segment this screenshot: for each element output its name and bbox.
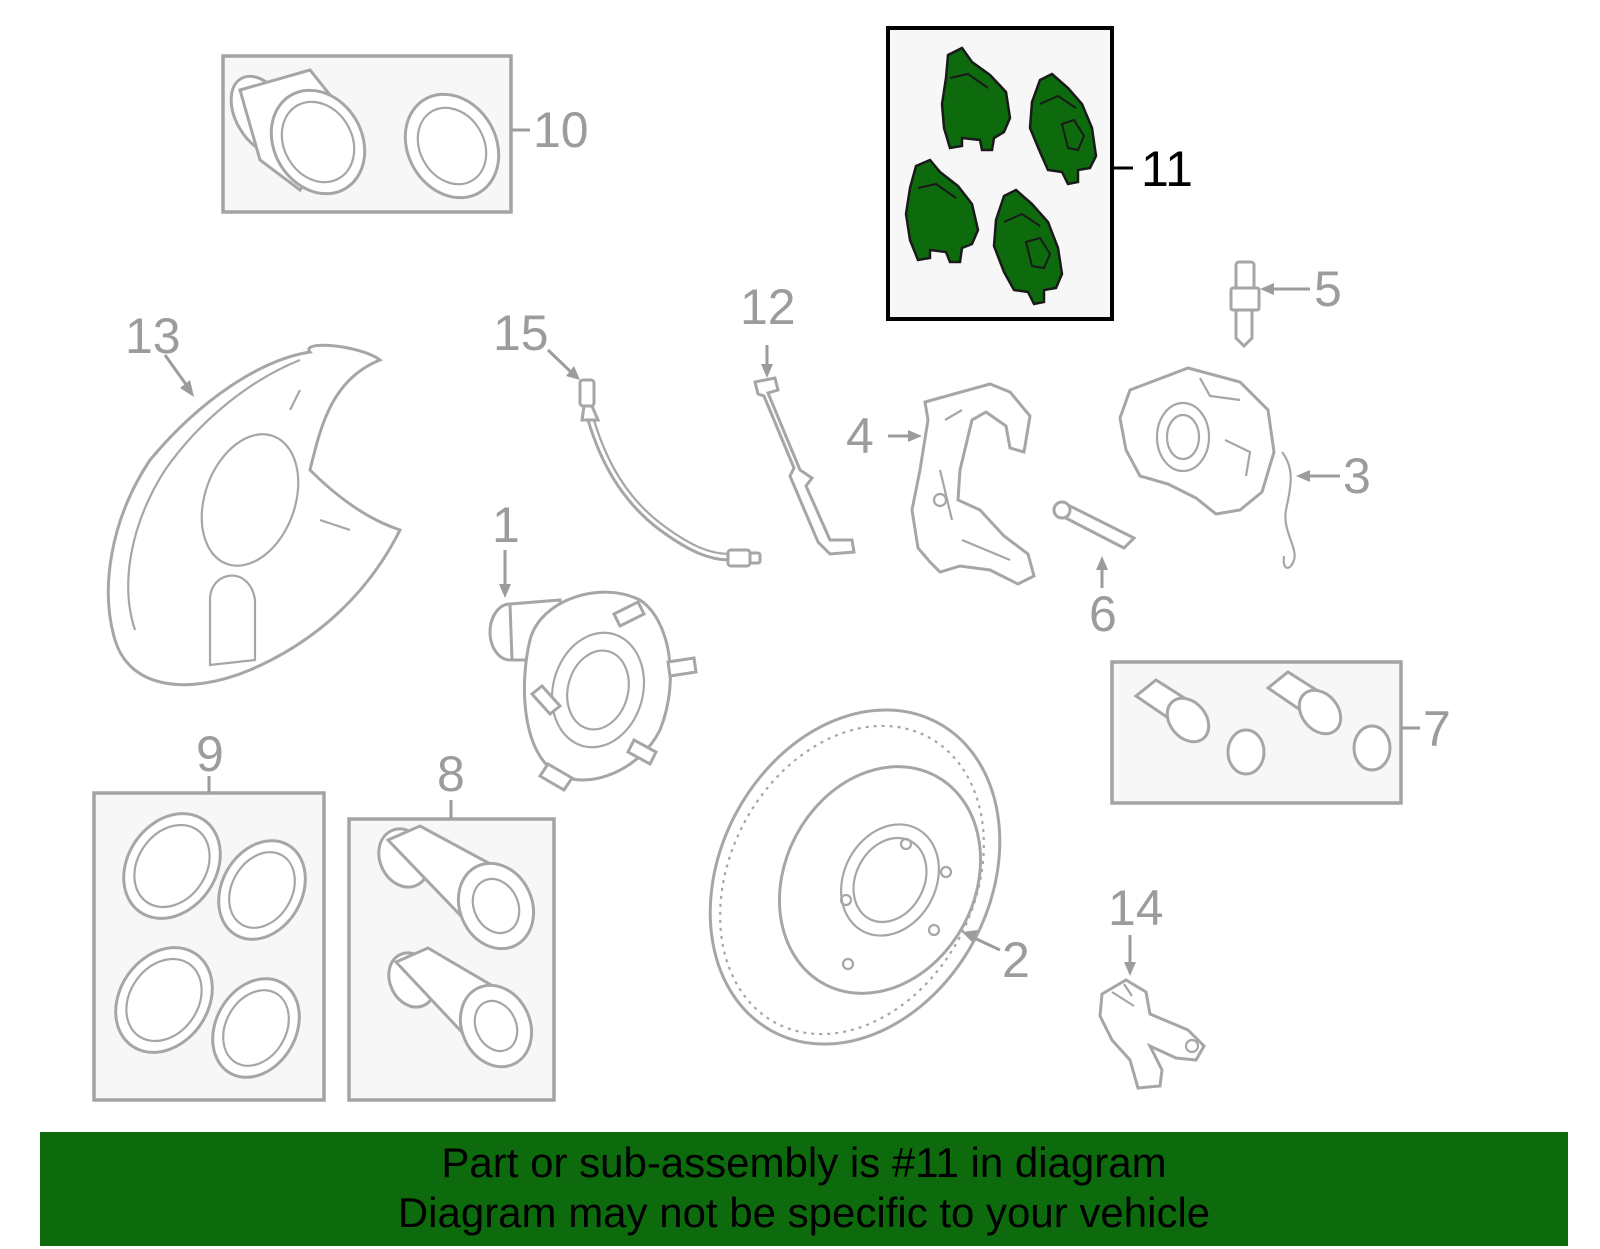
part-4-group[interactable]: 4 [846, 382, 1036, 586]
notice-line-part: Part or sub-assembly is #11 in diagram [441, 1139, 1167, 1186]
part-11-group[interactable]: 11 [886, 26, 1193, 321]
part-2-leader [969, 934, 1001, 952]
part-4-arrowhead [908, 430, 922, 442]
part-8-pistons [377, 824, 536, 1069]
part-6-guide-pin [1052, 500, 1137, 550]
callout-9: 9 [196, 726, 224, 782]
part-2-arrowhead [962, 930, 978, 942]
part-10-seal [403, 92, 501, 200]
part-10-group[interactable]: 10 [218, 54, 589, 215]
part-3-group[interactable]: 3 [1118, 366, 1371, 569]
part-6-arrowhead [1096, 556, 1108, 570]
part-12-group[interactable]: 12 [740, 279, 856, 556]
part-9-seals [114, 812, 307, 1079]
part-2-brake-rotor [708, 708, 1002, 1046]
part-13-group[interactable]: 13 [106, 308, 403, 687]
part-7-boots [1133, 670, 1392, 776]
callout-3: 3 [1343, 448, 1371, 504]
brake-pad-4 [992, 188, 1064, 306]
callout-11: 11 [1141, 141, 1193, 197]
part-15-brake-hose [578, 378, 762, 568]
brake-pad-1 [940, 46, 1012, 152]
callout-14: 14 [1108, 880, 1164, 936]
part-5-bleeder-screw [1229, 260, 1261, 349]
part-15-leader [546, 348, 574, 375]
part-15-arrowhead [566, 366, 580, 380]
callout-1: 1 [492, 497, 520, 553]
part-13-dust-shield [106, 343, 403, 687]
brake-pad-2 [1028, 72, 1098, 186]
part-13-arrowhead [180, 380, 194, 397]
part-10-piston [229, 68, 367, 196]
part-2-group[interactable]: 2 [654, 659, 1057, 1095]
part-5-arrowhead [1260, 283, 1274, 295]
part-12-arrowhead [761, 364, 773, 378]
callout-15: 15 [493, 305, 549, 361]
part-8-group[interactable]: 8 [347, 746, 556, 1102]
callout-2: 2 [1002, 932, 1030, 988]
part-14-group[interactable]: 14 [1098, 880, 1206, 1090]
part-6-group[interactable]: 6 [1052, 500, 1137, 642]
part-4-caliper-bracket [910, 382, 1036, 586]
wheel-studs [529, 599, 698, 793]
part-1-group[interactable]: 1 [488, 497, 698, 793]
part-12-clip [753, 376, 856, 556]
part-14-arrowhead [1124, 962, 1136, 976]
callout-4: 4 [846, 408, 874, 464]
callout-8: 8 [437, 746, 465, 802]
brake-pad-3 [904, 158, 980, 264]
part-3-arrowhead [1296, 470, 1310, 482]
part-1-wheel-hub [488, 590, 698, 793]
callout-12: 12 [740, 279, 796, 335]
part-15-group[interactable]: 15 [493, 305, 762, 568]
callout-7: 7 [1423, 701, 1451, 757]
part-3-caliper [1118, 366, 1296, 569]
diagram-notice-banner: Part or sub-assembly is #11 in diagram D… [40, 1132, 1568, 1246]
part-5-group[interactable]: 5 [1229, 260, 1342, 349]
part-7-group[interactable]: 7 [1110, 660, 1451, 805]
callout-6: 6 [1089, 586, 1117, 642]
part-1-arrowhead [499, 584, 511, 598]
callout-10: 10 [533, 102, 589, 158]
callout-5: 5 [1314, 261, 1342, 317]
callout-13: 13 [125, 308, 181, 364]
notice-line-disclaimer: Diagram may not be specific to your vehi… [397, 1189, 1211, 1236]
part-14-abs-sensor [1098, 978, 1206, 1090]
part-9-group[interactable]: 9 [92, 726, 326, 1102]
